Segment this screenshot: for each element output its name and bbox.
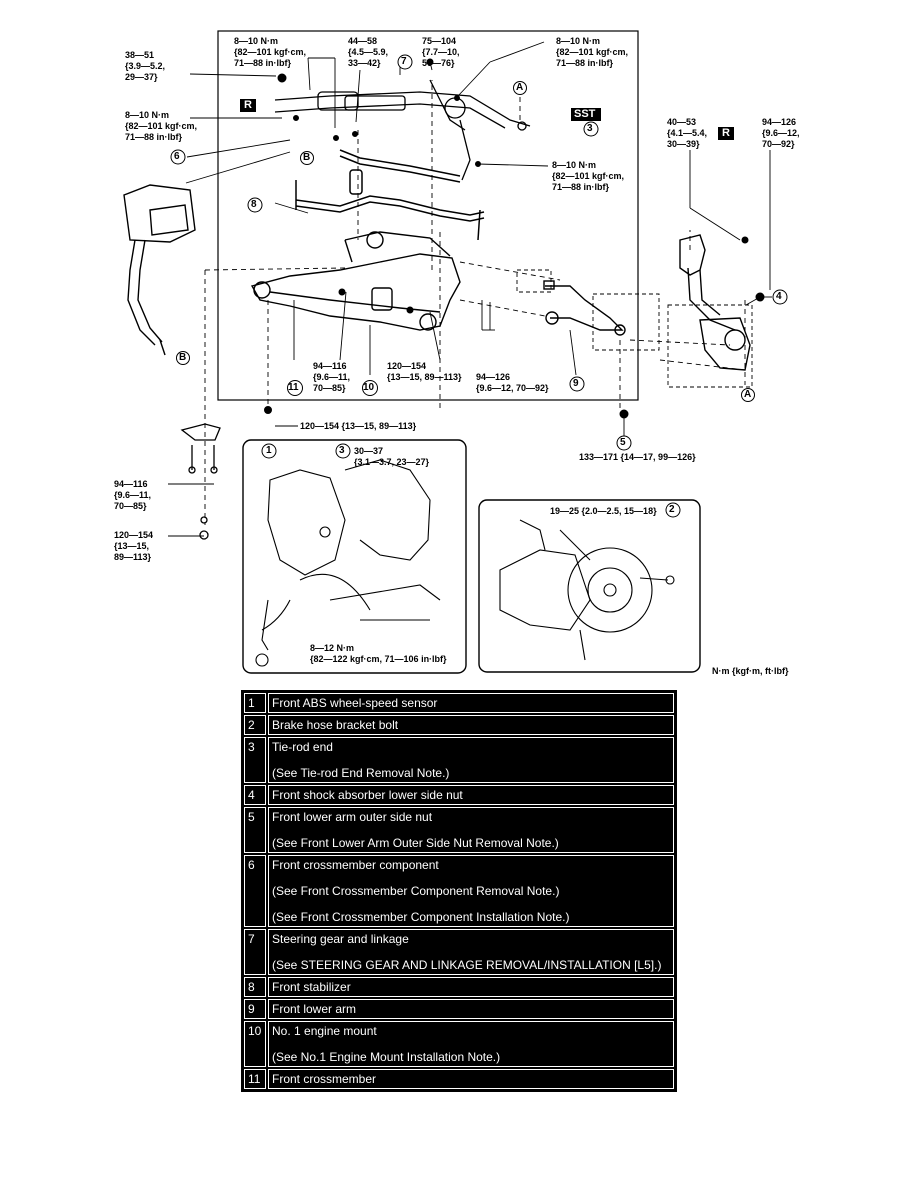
callout-9: 9	[573, 378, 579, 389]
parts-list-table: 1 Front ABS wheel-speed sensor 2 Brake h…	[241, 690, 677, 1092]
lower-left-bracket-drawing	[180, 423, 221, 540]
torque-label: 8—10 N·m{82—101 kgf·cm,71—88 in·lbf}	[556, 36, 629, 68]
steering-gear-drawing	[274, 79, 531, 181]
part-number: 6	[244, 855, 266, 927]
part-description: Front lower arm outer side nut(See Front…	[268, 807, 674, 853]
torque-label: 94—126{9.6—12,70—92}	[762, 117, 800, 149]
sst-tag-bg	[571, 108, 601, 121]
callout-11: 11	[288, 382, 299, 393]
callout-a-bottom: A	[744, 389, 752, 400]
part-number: 10	[244, 1021, 266, 1067]
knuckle-strut-drawing	[679, 234, 751, 371]
r-tag-bg-right	[718, 127, 734, 140]
fasteners	[264, 58, 765, 419]
part-description: Front crossmember component(See Front Cr…	[268, 855, 674, 927]
table-row: 4 Front shock absorber lower side nut	[244, 785, 674, 805]
table-row: 1 Front ABS wheel-speed sensor	[244, 693, 674, 713]
part-description: Front stabilizer	[268, 977, 674, 997]
dashed-guides	[204, 80, 746, 525]
table-row: 2 Brake hose bracket bolt	[244, 715, 674, 735]
part-description: Front ABS wheel-speed sensor	[268, 693, 674, 713]
torque-label: 133—171 {14—17, 99—126}	[579, 452, 696, 462]
unit-note: N·m {kgf·m, ft·lbf}	[712, 666, 789, 676]
callout-circles	[170, 54, 788, 518]
table-row: 6 Front crossmember component(See Front …	[244, 855, 674, 927]
torque-label: 94—116{9.6—11,70—85}	[114, 479, 152, 511]
inset-abs-sensor-frame	[242, 439, 467, 674]
callout-b-bottom: B	[179, 352, 187, 363]
reservoir-drawing	[123, 184, 196, 356]
part-number: 3	[244, 737, 266, 783]
torque-label: 120—154 {13—15, 89—113}	[300, 421, 417, 431]
torque-label: 19—25 {2.0—2.5, 15—18}	[550, 506, 657, 516]
part-description: Steering gear and linkage(See STEERING G…	[268, 929, 674, 975]
part-number: 11	[244, 1069, 266, 1089]
torque-label: 94—126{9.6—12, 70—92}	[476, 372, 549, 393]
torque-label: 44—58{4.5—5.9,33—42}	[348, 36, 389, 68]
part-description: Brake hose bracket bolt	[268, 715, 674, 735]
callout-5: 5	[620, 437, 626, 448]
part-number: 1	[244, 693, 266, 713]
torque-label: 94—116{9.6—11,70—85}	[313, 361, 351, 393]
callout-3-main: 3	[587, 123, 593, 134]
inset-brake-hose-drawing	[499, 519, 675, 661]
table-row: 5 Front lower arm outer side nut(See Fro…	[244, 807, 674, 853]
torque-label: 8—12 N·m{82—122 kgf·cm, 71—106 in·lbf}	[310, 643, 447, 664]
sst-tag: SST	[574, 108, 596, 120]
table-row: 10 No. 1 engine mount(See No.1 Engine Mo…	[244, 1021, 674, 1067]
crossmember-drawing	[250, 231, 461, 331]
part-number: 4	[244, 785, 266, 805]
table-row: 3 Tie-rod end(See Tie-rod End Removal No…	[244, 737, 674, 783]
part-number: 5	[244, 807, 266, 853]
table-row: 11 Front crossmember	[244, 1069, 674, 1089]
part-number: 7	[244, 929, 266, 975]
part-number: 8	[244, 977, 266, 997]
callout-2: 2	[669, 504, 675, 515]
torque-label: 30—37{3.1—3.7, 23—27}	[354, 446, 430, 467]
part-number: 2	[244, 715, 266, 735]
part-description: No. 1 engine mount(See No.1 Engine Mount…	[268, 1021, 674, 1067]
r-tag-right: R	[722, 127, 730, 139]
table-row: 9 Front lower arm	[244, 999, 674, 1019]
torque-label: 40—53{4.1—5.4,30—39}	[667, 117, 708, 149]
torque-label: 120—154{13—15,89—113}	[114, 530, 154, 562]
part-description: Front shock absorber lower side nut	[268, 785, 674, 805]
callout-3-inset: 3	[339, 445, 345, 456]
callout-8: 8	[251, 199, 257, 210]
callout-a-top: A	[516, 82, 524, 93]
exploded-diagram	[123, 30, 788, 674]
leader-lines	[168, 41, 772, 537]
torque-label: 8—10 N·m{82—101 kgf·cm,71—88 in·lbf}	[234, 36, 307, 68]
stabilizer-drawing	[295, 149, 485, 241]
dashed-boxes	[516, 269, 753, 388]
torque-label: 8—10 N·m{82—101 kgf·cm,71—88 in·lbf}	[125, 110, 198, 142]
r-tag-bg-left	[240, 99, 256, 112]
table-row: 7 Steering gear and linkage(See STEERING…	[244, 929, 674, 975]
callout-7: 7	[401, 56, 407, 67]
r-tag-left: R	[244, 99, 252, 111]
callout-b-top: B	[303, 152, 311, 163]
inset-brake-hose-frame	[478, 499, 701, 673]
table-row: 8 Front stabilizer	[244, 977, 674, 997]
callout-10: 10	[363, 382, 375, 393]
callout-1: 1	[266, 445, 272, 456]
lower-arm-drawing	[543, 280, 626, 336]
callout-6: 6	[174, 151, 180, 162]
torque-label: 38—51{3.9—5.2,29—37}	[125, 50, 166, 82]
part-description: Tie-rod end(See Tie-rod End Removal Note…	[268, 737, 674, 783]
torque-label: 75—104{7.7—10,56—76}	[422, 36, 460, 68]
inset-abs-sensor-drawing	[255, 459, 441, 667]
torque-label: 8—10 N·m{82—101 kgf·cm,71—88 in·lbf}	[552, 160, 625, 192]
part-description: Front crossmember	[268, 1069, 674, 1089]
part-number: 9	[244, 999, 266, 1019]
callout-4: 4	[776, 291, 782, 302]
part-description: Front lower arm	[268, 999, 674, 1019]
torque-label: 120—154{13—15, 89—113}	[387, 361, 462, 382]
main-diagram-frame	[217, 30, 639, 401]
